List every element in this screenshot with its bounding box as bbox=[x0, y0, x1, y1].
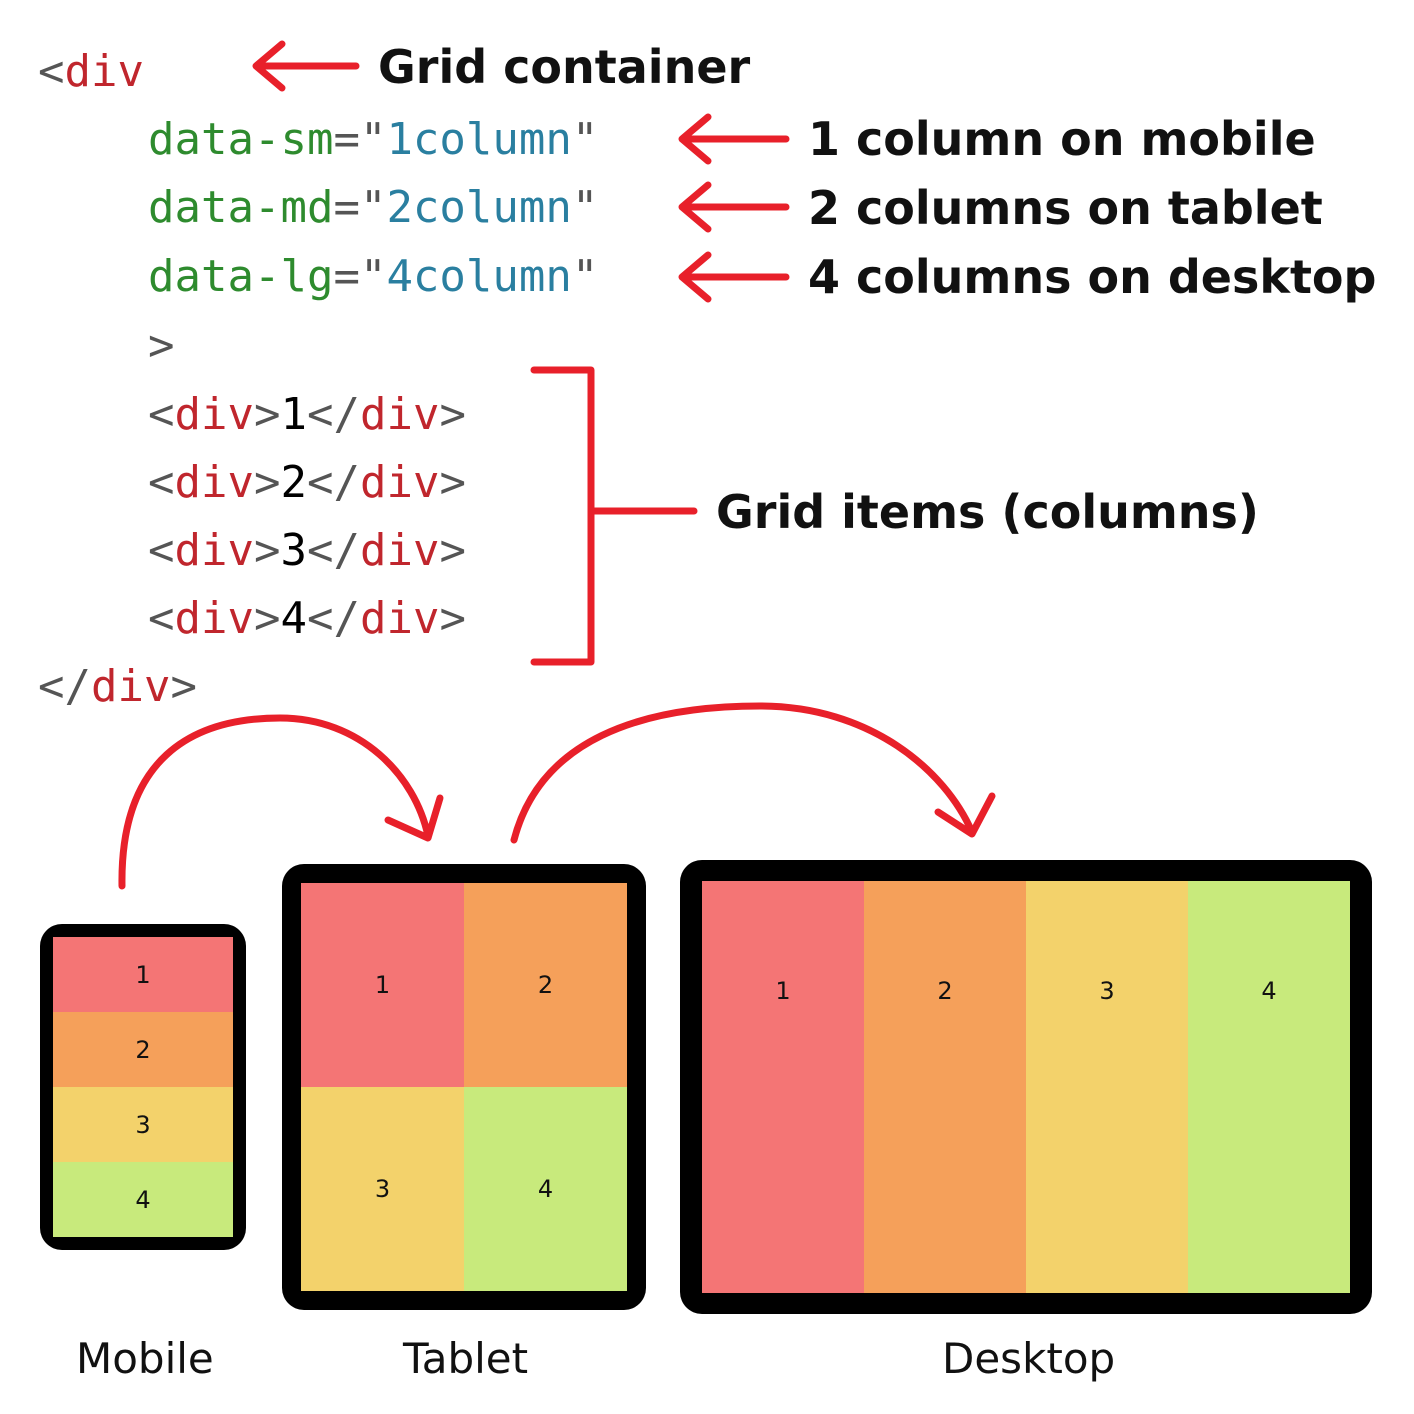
code-line-data-lg: data-lg="4column" bbox=[148, 251, 599, 302]
code-line-open-div: <div bbox=[38, 46, 144, 97]
code-line-close-div: </div> bbox=[38, 661, 197, 712]
arrowhead-data-md bbox=[678, 181, 712, 233]
arrowhead-data-sm bbox=[678, 113, 712, 165]
tablet-label: Tablet bbox=[403, 1334, 529, 1383]
desktop-cell-3: 3 bbox=[1026, 881, 1188, 1293]
curve-tablet-to-desktop bbox=[510, 702, 976, 844]
code-line-item-3: <div>3</div> bbox=[148, 525, 466, 576]
code-line-close-bracket: > bbox=[148, 320, 175, 371]
arrowhead-grid-container bbox=[252, 40, 286, 92]
mobile-cell-2: 2 bbox=[53, 1012, 233, 1087]
curve-mobile-to-tablet bbox=[118, 714, 432, 890]
code-line-data-md: data-md="2column" bbox=[148, 182, 599, 233]
mobile-screen: 1 2 3 4 bbox=[53, 937, 233, 1237]
desktop-cell-2: 2 bbox=[864, 881, 1026, 1293]
desktop-screen: 1 2 3 4 bbox=[702, 881, 1350, 1293]
code-line-data-sm: data-sm="1column" bbox=[148, 114, 599, 165]
annotation-mobile-columns: 1 column on mobile bbox=[808, 112, 1316, 166]
tablet-cell-2: 2 bbox=[464, 883, 627, 1087]
tablet-screen: 1 2 3 4 bbox=[301, 883, 627, 1291]
code-line-item-2: <div>2</div> bbox=[148, 457, 466, 508]
desktop-cell-1: 1 bbox=[702, 881, 864, 1293]
arrowhead-mobile-to-tablet bbox=[384, 794, 444, 842]
tablet-cell-3: 3 bbox=[301, 1087, 464, 1291]
desktop-cell-4: 4 bbox=[1188, 881, 1350, 1293]
tablet-cell-4: 4 bbox=[464, 1087, 627, 1291]
annotation-desktop-columns: 4 columns on desktop bbox=[808, 250, 1377, 304]
bracket-grid-items bbox=[530, 366, 595, 666]
desktop-label: Desktop bbox=[942, 1334, 1116, 1383]
mobile-cell-3: 3 bbox=[53, 1087, 233, 1162]
mobile-cell-4: 4 bbox=[53, 1162, 233, 1237]
code-line-item-1: <div>1</div> bbox=[148, 389, 466, 440]
annotation-grid-container: Grid container bbox=[378, 40, 751, 94]
arrowhead-data-lg bbox=[678, 251, 712, 303]
arrowhead-tablet-to-desktop bbox=[934, 792, 996, 838]
annotation-tablet-columns: 2 columns on tablet bbox=[808, 181, 1323, 235]
tablet-cell-1: 1 bbox=[301, 883, 464, 1087]
mobile-cell-1: 1 bbox=[53, 937, 233, 1012]
mobile-label: Mobile bbox=[76, 1334, 214, 1383]
code-line-item-4: <div>4</div> bbox=[148, 593, 466, 644]
annotation-grid-items: Grid items (columns) bbox=[716, 485, 1259, 539]
